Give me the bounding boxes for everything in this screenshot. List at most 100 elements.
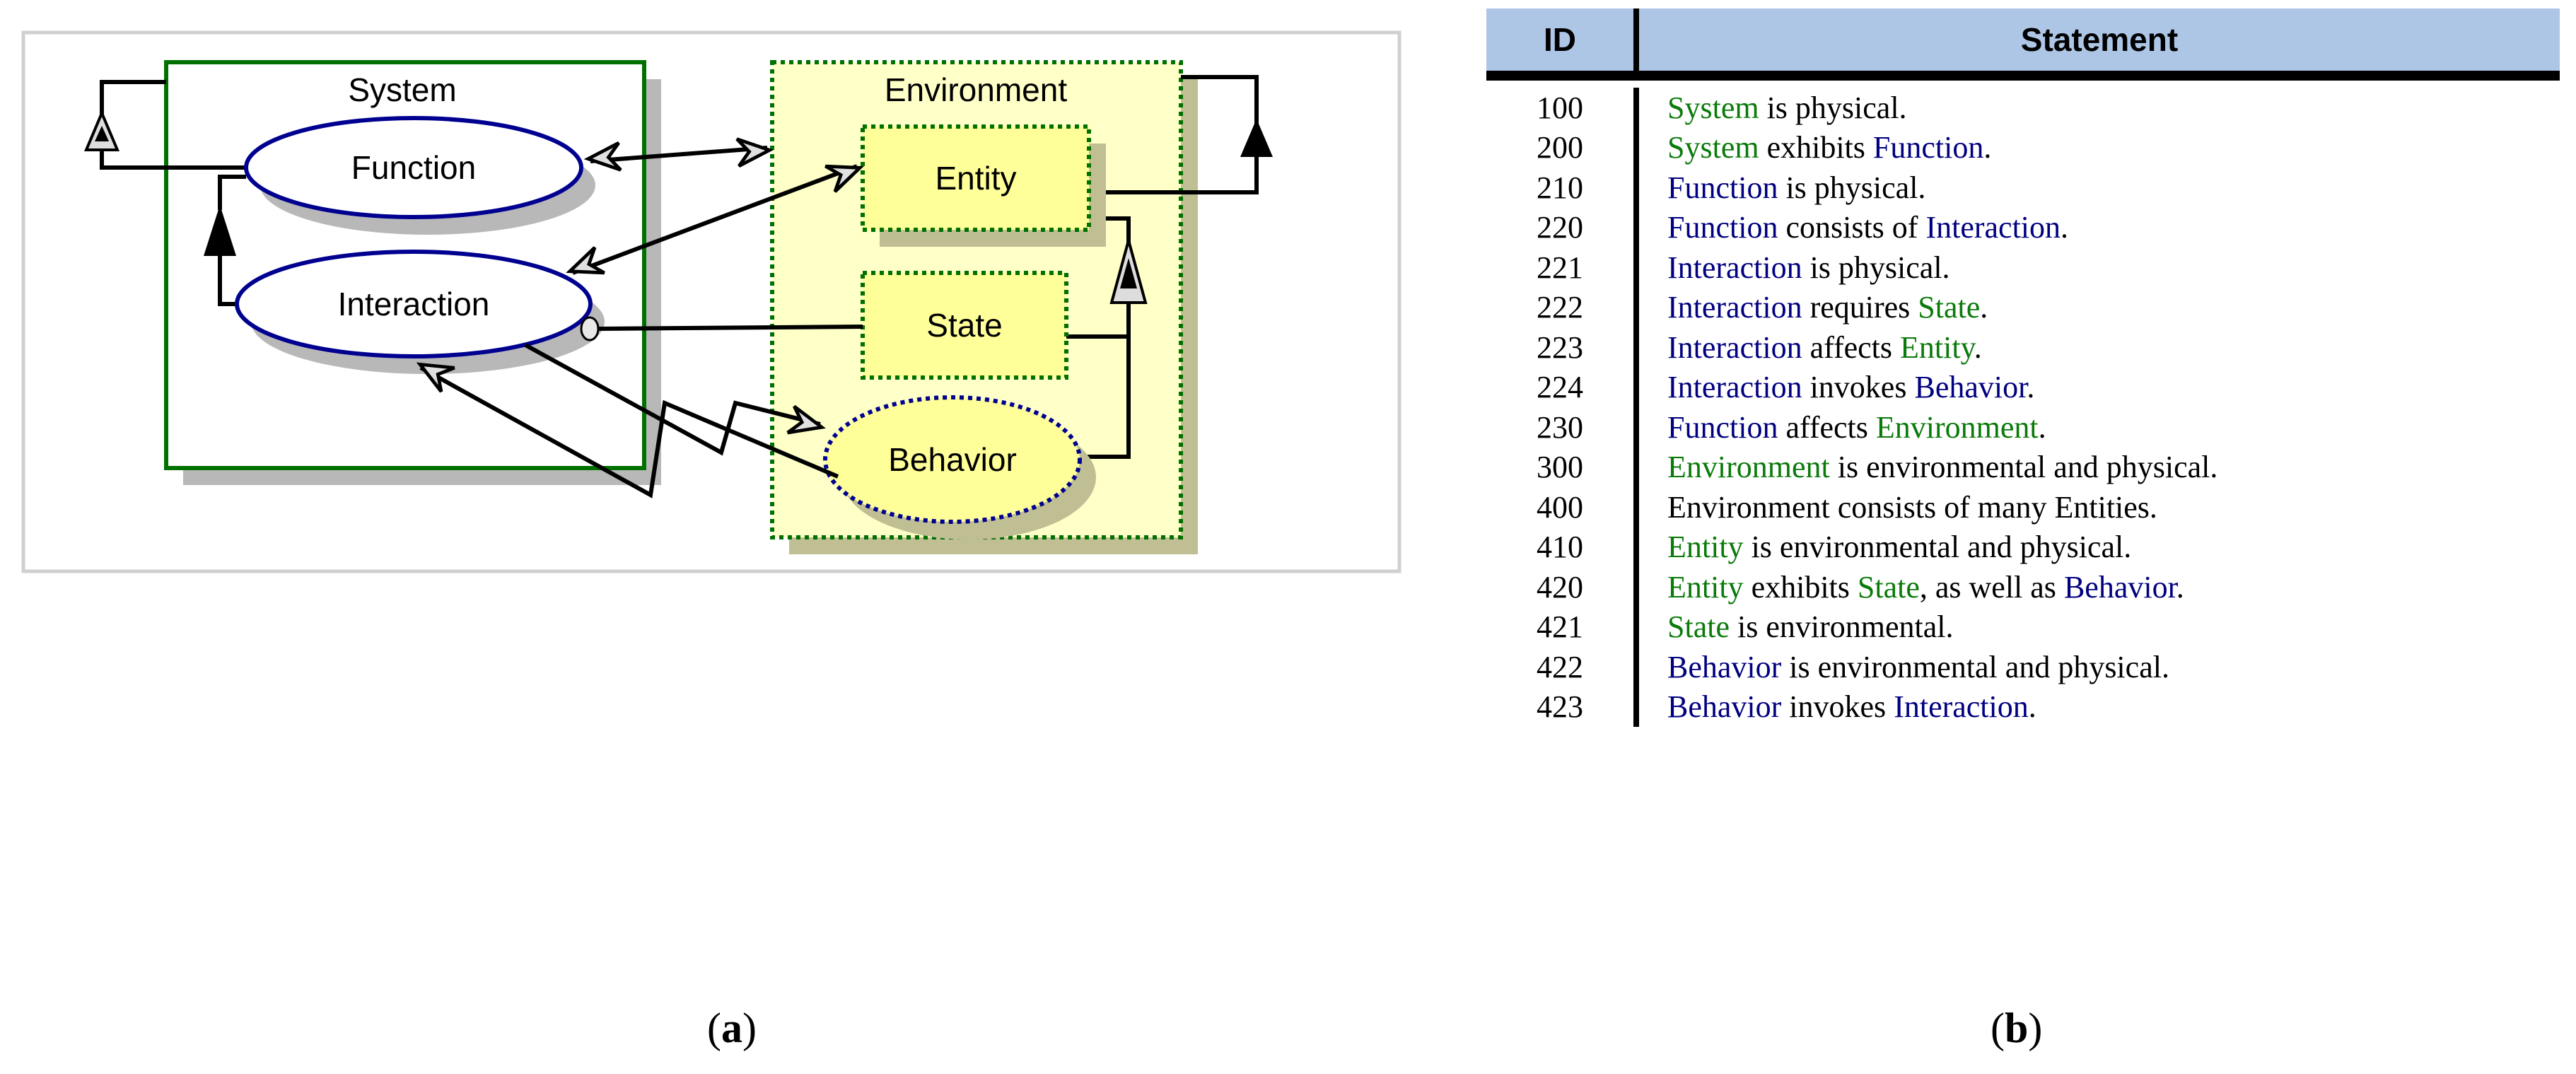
- statement-segment: Environment: [1875, 409, 2039, 445]
- statement-segment: Function: [1667, 210, 1778, 245]
- statement-segment: exhibits: [1759, 130, 1873, 165]
- row-statement: Environment is environmental and physica…: [1639, 449, 2217, 485]
- table-row: 230 Function affects Environment.: [1486, 407, 2560, 448]
- statement-segment: Function: [1667, 170, 1778, 205]
- interaction-state-line: [597, 325, 863, 331]
- caption-a: (a): [707, 1005, 757, 1051]
- behavior-label: Behavior: [888, 441, 1017, 478]
- statement-segment: Environment: [1667, 450, 1830, 485]
- system-environment-diagram: System Environment Function Interaction …: [21, 30, 1401, 573]
- behavior-interaction-lightning-arrow: [416, 362, 839, 498]
- statement-segment: is environmental and physical.: [1743, 530, 2132, 565]
- statement-segment: is environmental.: [1729, 609, 1954, 645]
- statement-segment: State: [1857, 569, 1920, 605]
- table-row: 400 Environment consists of many Entities…: [1486, 487, 2560, 527]
- row-statement: Entity is environmental and physical.: [1639, 529, 2131, 565]
- state-box: [861, 271, 1068, 380]
- row-statement: Function consists of Interaction.: [1639, 209, 2068, 245]
- row-id: 422: [1486, 647, 1639, 687]
- row-statement: Environment consists of many Entities.: [1639, 489, 2157, 525]
- statement-segment: .: [1983, 130, 1992, 165]
- statement-segment: is physical.: [1759, 90, 1907, 125]
- row-id: 423: [1486, 687, 1639, 727]
- row-id: 230: [1486, 407, 1639, 448]
- row-id: 100: [1486, 88, 1639, 128]
- statement-segment: Entity: [1667, 569, 1744, 605]
- caption-b: (b): [1991, 1005, 2043, 1051]
- statement-segment: Behavior: [1667, 689, 1782, 725]
- row-id: 410: [1486, 527, 1639, 567]
- row-id: 220: [1486, 207, 1639, 247]
- statement-segment: System: [1667, 130, 1759, 165]
- statement-segment: requires: [1802, 290, 1918, 325]
- statement-segment: Environment consists of many Entities.: [1667, 489, 2157, 525]
- row-id: 224: [1486, 367, 1639, 407]
- row-statement: State is environmental.: [1639, 609, 1953, 645]
- row-id: 300: [1486, 447, 1639, 487]
- row-statement: Behavior is environmental and physical.: [1639, 649, 2169, 685]
- statement-segment: Interaction: [1894, 689, 2029, 725]
- row-id: 400: [1486, 487, 1639, 527]
- statement-segment: Interaction: [1667, 370, 1802, 405]
- statement-segment: .: [1974, 329, 1982, 365]
- statement-segment: consists of: [1778, 210, 1926, 245]
- state-label: State: [926, 307, 1002, 344]
- row-statement: Interaction is physical.: [1639, 250, 1950, 286]
- statement-segment: .: [2028, 689, 2036, 725]
- statement-segment: invokes: [1781, 689, 1894, 725]
- statement-segment: Interaction: [1667, 290, 1802, 325]
- statement-segment: Interaction: [1667, 250, 1802, 285]
- statement-segment: Behavior: [1914, 370, 2027, 405]
- row-statement: Interaction requires State.: [1639, 289, 1988, 325]
- system-label: System: [348, 71, 456, 108]
- row-statement: Interaction invokes Behavior.: [1639, 369, 2034, 405]
- statement-segment: Entity: [1900, 329, 1974, 365]
- statement-segment: affects: [1802, 329, 1901, 365]
- header-id: ID: [1486, 8, 1639, 71]
- required-interface-circle-icon: [580, 316, 600, 342]
- row-statement: System exhibits Function.: [1639, 129, 1991, 165]
- statement-segment: .: [2027, 370, 2035, 405]
- row-statement: Behavior invokes Interaction.: [1639, 689, 2036, 725]
- statement-segment: State: [1667, 609, 1730, 645]
- row-id: 221: [1486, 247, 1639, 288]
- statement-segment: Behavior: [2063, 569, 2176, 605]
- statement-segment: exhibits: [1743, 569, 1858, 605]
- row-id: 420: [1486, 567, 1639, 607]
- statement-segment: is environmental and physical.: [1781, 649, 2169, 684]
- row-statement: Function is physical.: [1639, 170, 1925, 206]
- statement-segment: System: [1667, 90, 1759, 125]
- composition-filled-triangle-icon: [204, 205, 236, 256]
- row-statement: System is physical.: [1639, 90, 1907, 126]
- statement-segment: Entity: [1667, 530, 1744, 565]
- environment-label: Environment: [885, 71, 1067, 108]
- row-id: 223: [1486, 327, 1639, 368]
- behavior-ellipse: [823, 395, 1082, 524]
- function-environment-arrow: [583, 137, 774, 172]
- interaction-entity-arrow: [566, 164, 864, 275]
- statement-segment: .: [2038, 409, 2046, 445]
- row-statement: Entity exhibits State, as well as Behavi…: [1639, 569, 2184, 605]
- statement-segment: .: [1980, 290, 1988, 325]
- statement-segment: Interaction: [1667, 329, 1802, 365]
- row-id: 222: [1486, 287, 1639, 327]
- statement-segment: affects: [1778, 409, 1876, 445]
- statement-segment: Function: [1667, 409, 1778, 445]
- table-row: 223 Interaction affects Entity.: [1486, 327, 2560, 368]
- statement-segment: is environmental and physical.: [1829, 450, 2218, 485]
- function-label: Function: [351, 149, 476, 186]
- entity-label: Entity: [935, 160, 1016, 197]
- statement-segment: Interaction: [1925, 210, 2061, 245]
